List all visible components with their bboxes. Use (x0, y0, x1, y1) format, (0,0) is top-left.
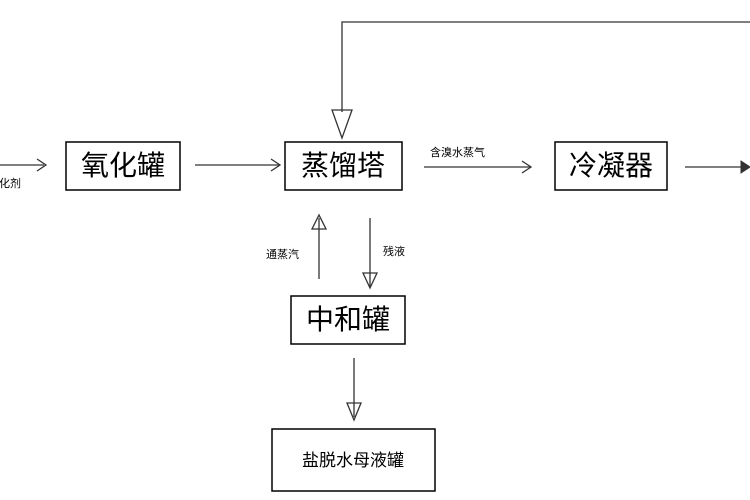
steam-in-label: 通蒸汽 (266, 247, 299, 261)
recycle-line (341, 21, 750, 112)
bromine-vapor-label: 含溴水蒸气 (430, 145, 485, 159)
input-arrowhead (36, 158, 48, 172)
neutralization-tank-box (290, 295, 406, 345)
input-label: 化剂 (0, 176, 21, 190)
oxidation-tank-label: 氧化罐 (81, 149, 165, 182)
recycle-arrowhead (331, 109, 353, 140)
condenser-box (554, 141, 668, 191)
neutralization-tank-label: 中和罐 (306, 303, 390, 336)
steam-in-arrowhead (310, 213, 328, 230)
mother-liquor-tank-box (271, 428, 436, 492)
distillation-tower-box (284, 141, 403, 191)
distillation-tower-label: 蒸馏塔 (301, 149, 385, 182)
condenser-out-arrowhead (740, 160, 750, 174)
oxidation-tank-box (65, 141, 181, 191)
residue-arrowhead (361, 272, 379, 290)
residue-label: 残液 (383, 244, 405, 258)
neutralization-to-mother-liquor-arrowhead (346, 402, 362, 422)
distillation-to-condenser-arrowhead (521, 160, 533, 174)
mother-liquor-tank-label: 盐脱水母液罐 (302, 451, 404, 471)
oxidation-to-distillation-arrowhead (270, 158, 282, 172)
condenser-label: 冷凝器 (569, 149, 653, 182)
